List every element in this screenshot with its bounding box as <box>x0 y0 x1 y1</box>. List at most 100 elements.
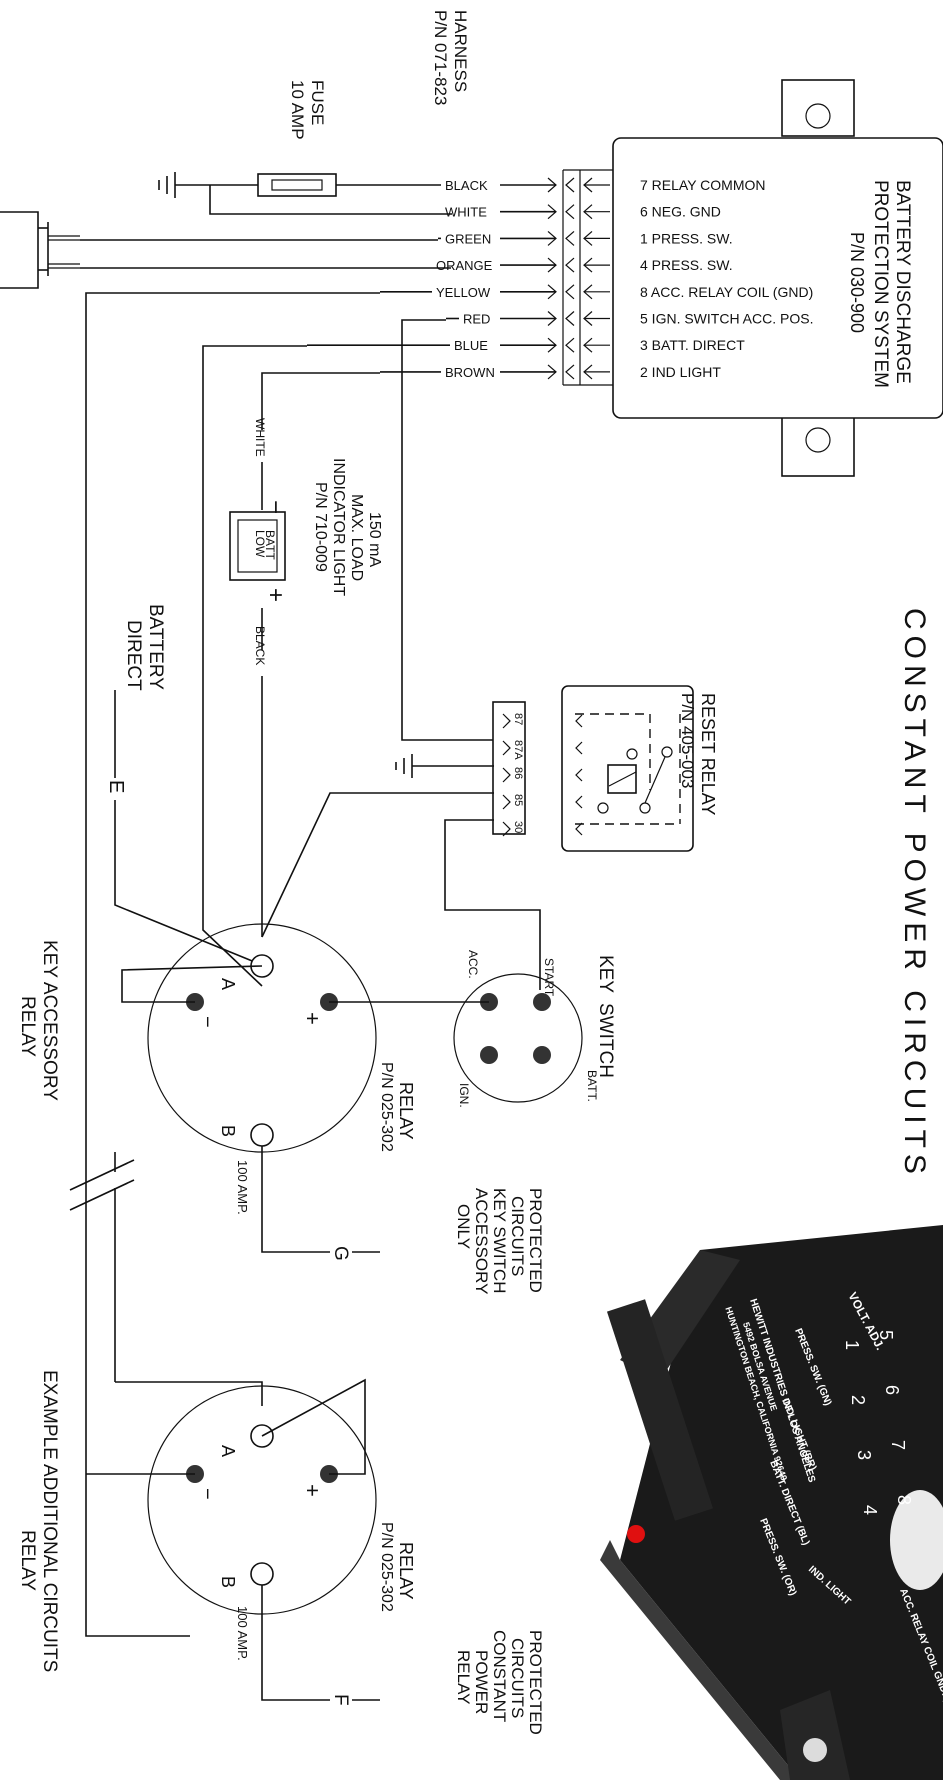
protected2-label: PROTECTED CIRCUITS CONSTANT POWER RELAY <box>454 1630 545 1735</box>
reset-relay-pin-label: 30 <box>512 821 524 833</box>
connector-arrow-icon <box>565 337 575 353</box>
key-switch-batt-terminal <box>533 1046 551 1064</box>
battery-direct-label: BATTERY DIRECT <box>123 604 166 691</box>
tag-e: E <box>105 780 127 793</box>
reset-relay-pin-label: 85 <box>512 794 524 806</box>
svg-text:CIRCUITS: CIRCUITS <box>508 1196 527 1276</box>
connector-arrow-icon <box>565 364 575 380</box>
svg-text:PROTECTED: PROTECTED <box>526 1630 545 1735</box>
module-pin-label: 2 IND LIGHT <box>640 364 721 380</box>
module-pin-label: 7 RELAY COMMON <box>640 177 766 193</box>
module-pin-row: 6 NEG. GND WHITE <box>445 204 721 220</box>
svg-text:B: B <box>218 1125 238 1137</box>
connector-arrow-icon <box>565 257 575 273</box>
svg-text:KEY ACCESSORY: KEY ACCESSORY <box>39 940 60 1101</box>
svg-text:RELAY: RELAY <box>396 1542 416 1600</box>
key-switch-label: KEY SWITCH <box>595 955 616 1078</box>
svg-text:RELAY: RELAY <box>17 996 38 1057</box>
module-pin-list: 7 RELAY COMMON BLACK 6 NEG. GND WHITE 1 PRES… <box>307 177 813 380</box>
svg-text:INDICATOR LIGHT: INDICATOR LIGHT <box>330 458 347 596</box>
svg-text:IGN.: IGN. <box>457 1083 471 1108</box>
wire-label-black: BLACK <box>253 626 267 665</box>
connector-arrow-icon <box>565 204 575 220</box>
photo-pin-number: 8 <box>894 1495 914 1505</box>
svg-text:+: + <box>300 1012 325 1025</box>
photo-pin-number: 1 <box>842 1340 862 1350</box>
photo-pin-number: 6 <box>882 1385 902 1395</box>
wire-label-white: WHITE <box>253 418 267 457</box>
reset-relay-label: RESET RELAY P/N 405-003 <box>678 693 718 815</box>
svg-text:P/N 710-009: P/N 710-009 <box>312 482 329 572</box>
svg-text:RELAY: RELAY <box>17 1530 38 1591</box>
fuse <box>175 173 395 197</box>
module-pin-row: 1 PRESS. SW.GREEN <box>438 230 733 246</box>
module-pin-label: 6 NEG. GND <box>640 204 721 220</box>
product-photo: VOLT. ADJ. PRESS. SW. (GN) IND. LIGHT (B… <box>600 1225 943 1780</box>
fuse-label: FUSE 10 AMP <box>288 80 327 140</box>
relay-terminal-b <box>250 1123 274 1147</box>
svg-text:PROTECTION SYSTEM: PROTECTION SYSTEM <box>870 180 891 388</box>
indicator-label: 150 mA MAX. LOAD INDICATOR LIGHT P/N 710… <box>312 458 383 596</box>
relay-terminal-b <box>250 1562 274 1586</box>
wire-color-label: BLUE <box>454 338 488 353</box>
amp-rating: 100 AMP. <box>235 1606 250 1661</box>
svg-text:RELAY: RELAY <box>396 1082 416 1140</box>
connector-arrow-icon <box>575 741 583 755</box>
key-accessory-relay: A B − + <box>147 923 377 1153</box>
connector-fork-icon <box>502 821 511 837</box>
module-pin-row: 8 ACC. RELAY COIL (GND) YELLOW <box>380 284 813 300</box>
module-mount-tab-top <box>781 79 855 137</box>
svg-text:10 AMP: 10 AMP <box>288 80 307 140</box>
module-pin-row: 4 PRESS. SW.ORANGE <box>436 257 733 273</box>
svg-text:BATTERY: BATTERY <box>145 604 166 690</box>
protected1-label: PROTECTED CIRCUITS KEY SWITCH ACCESSORY … <box>454 1188 545 1294</box>
reset-relay-pin-label: 87 <box>512 713 524 725</box>
module-body <box>612 137 943 419</box>
connector-arrow-icon <box>565 311 575 326</box>
wire-color-label: WHITE <box>445 205 487 220</box>
svg-text:MAX. LOAD: MAX. LOAD <box>348 494 365 581</box>
wire-color-label: YELLOW <box>436 285 491 300</box>
svg-text:EXAMPLE ADDITIONAL CIRCUITS: EXAMPLE ADDITIONAL CIRCUITS <box>39 1370 60 1672</box>
module-pin-label: 8 ACC. RELAY COIL (GND) <box>640 284 813 300</box>
connector-arrow-icon <box>575 714 583 728</box>
svg-text:B: B <box>218 1576 238 1588</box>
svg-text:BATTERY DISCHARGE: BATTERY DISCHARGE <box>892 180 913 384</box>
connector-arrow-icon <box>565 230 575 246</box>
svg-text:ACC.: ACC. <box>466 950 480 979</box>
relay1-label: RELAY P/N 025-302 <box>378 1062 416 1152</box>
amp-rating: 100 AMP. <box>235 1160 250 1215</box>
wire-color-label: ORANGE <box>436 258 493 273</box>
connector-arrow-icon <box>565 177 575 193</box>
module-pin-label: 1 PRESS. SW. <box>640 230 733 246</box>
wire-color-label: BLACK <box>445 178 488 193</box>
key-switch-start-terminal <box>533 993 551 1011</box>
module-mount-tab-bottom <box>781 411 855 477</box>
discharge-module: BATTERY DISCHARGE PROTECTION SYSTEM P/N … <box>562 79 943 477</box>
ground-icon <box>395 754 494 778</box>
svg-text:HARNESS: HARNESS <box>451 10 470 92</box>
svg-text:A: A <box>218 978 238 990</box>
harness-label: HARNESS P/N 071-823 <box>431 10 470 105</box>
indicator-plus: + <box>262 588 289 602</box>
mount-hole-icon <box>805 427 831 453</box>
connector-fork-icon <box>502 713 511 729</box>
svg-text:P/N 030-900: P/N 030-900 <box>847 232 867 333</box>
pressure-switch-icon <box>0 211 80 289</box>
svg-text:LOW: LOW <box>253 530 267 558</box>
key-switch: START ACC. IGN. BATT. <box>453 950 599 1108</box>
ground-icon <box>158 172 176 198</box>
indicator-minus: − <box>262 500 289 514</box>
svg-text:150 mA: 150 mA <box>366 512 383 567</box>
svg-text:P/N 071-823: P/N 071-823 <box>431 10 450 105</box>
svg-text:POWER: POWER <box>472 1650 491 1714</box>
svg-text:CIRCUITS: CIRCUITS <box>508 1638 527 1718</box>
connector-fork-icon <box>502 794 511 810</box>
page-title: CONSTANT POWER CIRCUITS <box>898 608 931 1180</box>
relay2-name: EXAMPLE ADDITIONAL CIRCUITS RELAY <box>17 1370 60 1672</box>
wire-break-icon <box>69 1152 135 1382</box>
svg-text:CONSTANT: CONSTANT <box>490 1630 509 1722</box>
